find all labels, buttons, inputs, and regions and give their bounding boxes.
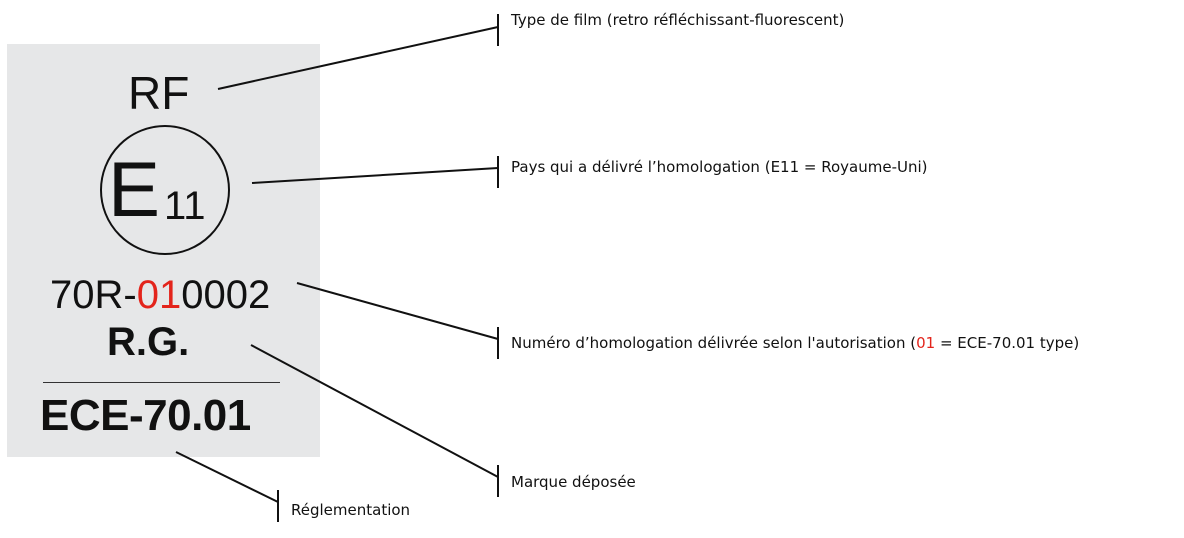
film-type-text: RF [128,67,190,119]
annotation-approval-highlight: 01 [916,334,936,352]
annotation-approval-before: Numéro d’homologation délivrée selon l'a… [511,334,917,352]
annotation-approval: Numéro d’homologation délivrée selon l'a… [511,336,1079,351]
leader-regulation [175,451,279,503]
regulation-text: ECE-70.01 [40,391,251,440]
trademark-text: R.G. [107,320,190,364]
approval-number: 70R-010002 [50,275,270,315]
country-number: 11 [164,184,206,228]
leader-approval [296,282,499,340]
annotation-country: Pays qui a délivré l’homologation (E11 =… [511,158,928,176]
approval-highlight: 01 [136,273,182,317]
leader-trademark [250,344,499,478]
leader-film-type [217,26,499,90]
annotation-approval-after: = ECE-70.01 type) [935,334,1080,352]
approval-prefix: 70R- [50,273,137,317]
leader-country [251,167,499,184]
annotation-trademark: Marque déposée [511,473,636,491]
annotation-regulation: Réglementation [291,501,411,519]
approval-suffix: 0002 [181,273,271,317]
label-panel [7,44,320,457]
country-circle [100,125,230,255]
divider-line [43,382,280,383]
country-letter: E [108,145,161,233]
annotation-film-type: Type de film (retro réfléchissant-fluore… [511,11,845,29]
